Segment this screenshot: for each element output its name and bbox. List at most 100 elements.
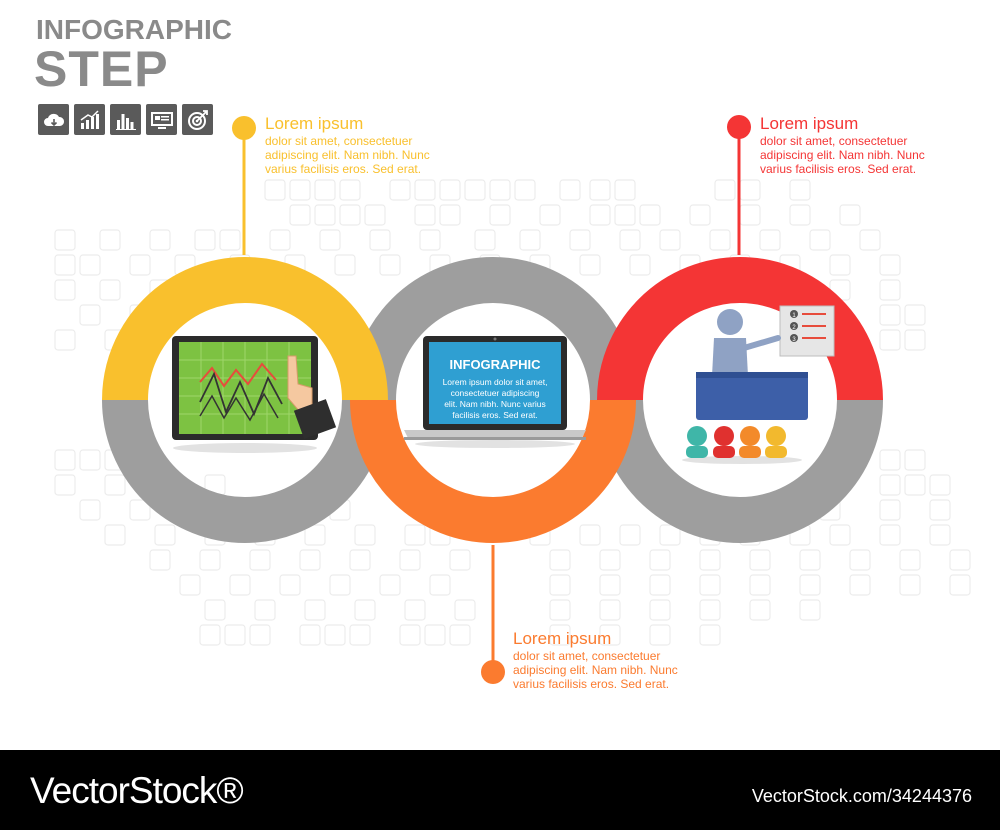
- background-tile: [699, 549, 721, 571]
- background-tile: [929, 524, 951, 546]
- ring-1-top-arc: [102, 257, 388, 401]
- ring-3-bottom-arc: [597, 399, 883, 543]
- background-tile: [829, 524, 851, 546]
- step-1-title: Lorem ipsum: [265, 114, 364, 133]
- laptop-screen-line-1: Lorem ipsum dolor sit amet,: [443, 377, 548, 387]
- step-1-text: Lorem ipsum dolor sit amet, consectetuer…: [265, 114, 505, 176]
- background-tile: [304, 524, 326, 546]
- step-2-dot: [481, 660, 505, 684]
- background-tile: [129, 254, 151, 276]
- background-tile: [54, 254, 76, 276]
- laptop-screen-line-3: elit. Nam nibh. Nunc varius: [444, 399, 546, 409]
- background-tile: [569, 229, 591, 251]
- step-3-text: Lorem ipsum dolor sit amet, consectetuer…: [760, 114, 1000, 176]
- background-tile: [419, 229, 441, 251]
- monitor-icon: [146, 104, 177, 135]
- background-tile: [879, 474, 901, 496]
- background-tile: [264, 179, 286, 201]
- background-tile: [364, 204, 386, 226]
- background-tile: [599, 574, 621, 596]
- background-tile: [299, 549, 321, 571]
- background-tile: [399, 549, 421, 571]
- background-tile: [659, 229, 681, 251]
- background-tile: [54, 474, 76, 496]
- step-2-text: Lorem ipsum dolor sit amet, consectetuer…: [513, 629, 753, 691]
- background-tile: [404, 524, 426, 546]
- background-tile: [829, 254, 851, 276]
- background-tile: [54, 229, 76, 251]
- background-tile: [379, 254, 401, 276]
- checklist-number-3: 3: [792, 337, 796, 343]
- background-tile: [449, 624, 471, 646]
- title-step: STEP: [34, 41, 169, 97]
- tablet-chart-icon: [172, 336, 337, 453]
- background-tile: [649, 624, 671, 646]
- background-tile: [589, 179, 611, 201]
- background-tile: [179, 574, 201, 596]
- laptop-icon: INFOGRAPHIC Lorem ipsum dolor sit amet, …: [404, 336, 586, 448]
- step-2-title: Lorem ipsum: [513, 629, 612, 648]
- background-tile: [279, 574, 301, 596]
- step-2-line-2: adipiscing elit. Nam nibh. Nunc: [513, 663, 678, 677]
- background-tile: [424, 624, 446, 646]
- background-tile: [429, 574, 451, 596]
- background-tile: [99, 279, 121, 301]
- background-tile: [379, 574, 401, 596]
- background-tile: [129, 499, 151, 521]
- background-tile: [254, 599, 276, 621]
- background-tile: [714, 179, 736, 201]
- background-tile: [319, 229, 341, 251]
- background-tile: [489, 179, 511, 201]
- background-tile: [289, 204, 311, 226]
- background-tile: [599, 624, 621, 646]
- step-3-title: Lorem ipsum: [760, 114, 859, 133]
- ring-1-bottom-arc: [102, 399, 388, 543]
- background-tile: [339, 179, 361, 201]
- background-tile: [709, 229, 731, 251]
- ring-3-top-arc: [597, 257, 883, 401]
- background-tile: [514, 179, 536, 201]
- background-tile: [104, 524, 126, 546]
- presentation-icon: 1 2 3: [682, 305, 835, 464]
- background-tile: [339, 204, 361, 226]
- step-1-line-1: dolor sit amet, consectetuer: [265, 134, 413, 148]
- background-tile: [699, 574, 721, 596]
- background-tile: [904, 329, 926, 351]
- background-tile: [349, 549, 371, 571]
- background-tile: [549, 599, 571, 621]
- background-tile: [314, 204, 336, 226]
- background-tile: [599, 599, 621, 621]
- bar-chart-icon: [110, 104, 141, 135]
- background-tile: [204, 599, 226, 621]
- background-tile: [549, 549, 571, 571]
- background-tile: [879, 304, 901, 326]
- background-tile: [589, 204, 611, 226]
- background-tile: [154, 524, 176, 546]
- background-tile: [899, 549, 921, 571]
- step-1-dot: [232, 116, 256, 140]
- background-tile: [219, 229, 241, 251]
- background-tile: [104, 474, 126, 496]
- background-tile: [809, 229, 831, 251]
- step-2-line-3: varius facilisis eros. Sed erat.: [513, 677, 670, 691]
- background-tile: [849, 549, 871, 571]
- background-tile: [739, 179, 761, 201]
- background-tile: [349, 624, 371, 646]
- background-tile: [879, 329, 901, 351]
- background-tile: [929, 474, 951, 496]
- background-tile: [539, 204, 561, 226]
- background-tile: [269, 229, 291, 251]
- background-tile: [749, 574, 771, 596]
- background-tile: [354, 524, 376, 546]
- background-tile: [404, 599, 426, 621]
- ring-2-bottom-arc: [350, 399, 636, 543]
- background-tile: [549, 624, 571, 646]
- background-tile: [149, 229, 171, 251]
- step-3-dot: [727, 115, 751, 139]
- background-tile: [614, 179, 636, 201]
- watermark-id: VectorStock.com/34244376: [751, 786, 972, 806]
- background-tile: [289, 179, 311, 201]
- background-tile: [249, 549, 271, 571]
- background-tile: [699, 624, 721, 646]
- background-tile: [79, 499, 101, 521]
